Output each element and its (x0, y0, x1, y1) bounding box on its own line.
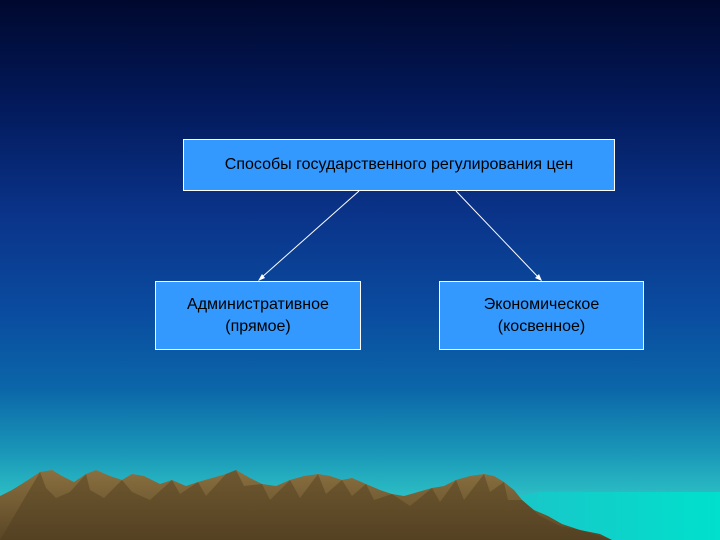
price-regulation-methods-box: Способы государственного регулирования ц… (183, 139, 615, 191)
administrative-method-sublabel: (прямое) (225, 317, 291, 335)
price-regulation-methods-label: Способы государственного регулирования ц… (224, 156, 574, 173)
administrative-method-box: Административное (прямое) (155, 281, 361, 350)
economic-method-box: Экономическое (косвенное) (439, 281, 644, 350)
arrow-to-administrative (260, 190, 360, 279)
arrowhead-economic (535, 274, 542, 281)
arrowhead-administrative (258, 274, 265, 281)
arrow-to-economic (455, 190, 540, 279)
mountain-shading (0, 470, 612, 540)
economic-method-sublabel: (косвенное) (497, 317, 586, 335)
administrative-method-label: Административное (187, 295, 329, 313)
economic-method-label: Экономическое (483, 295, 600, 313)
mountain-range (0, 470, 612, 540)
